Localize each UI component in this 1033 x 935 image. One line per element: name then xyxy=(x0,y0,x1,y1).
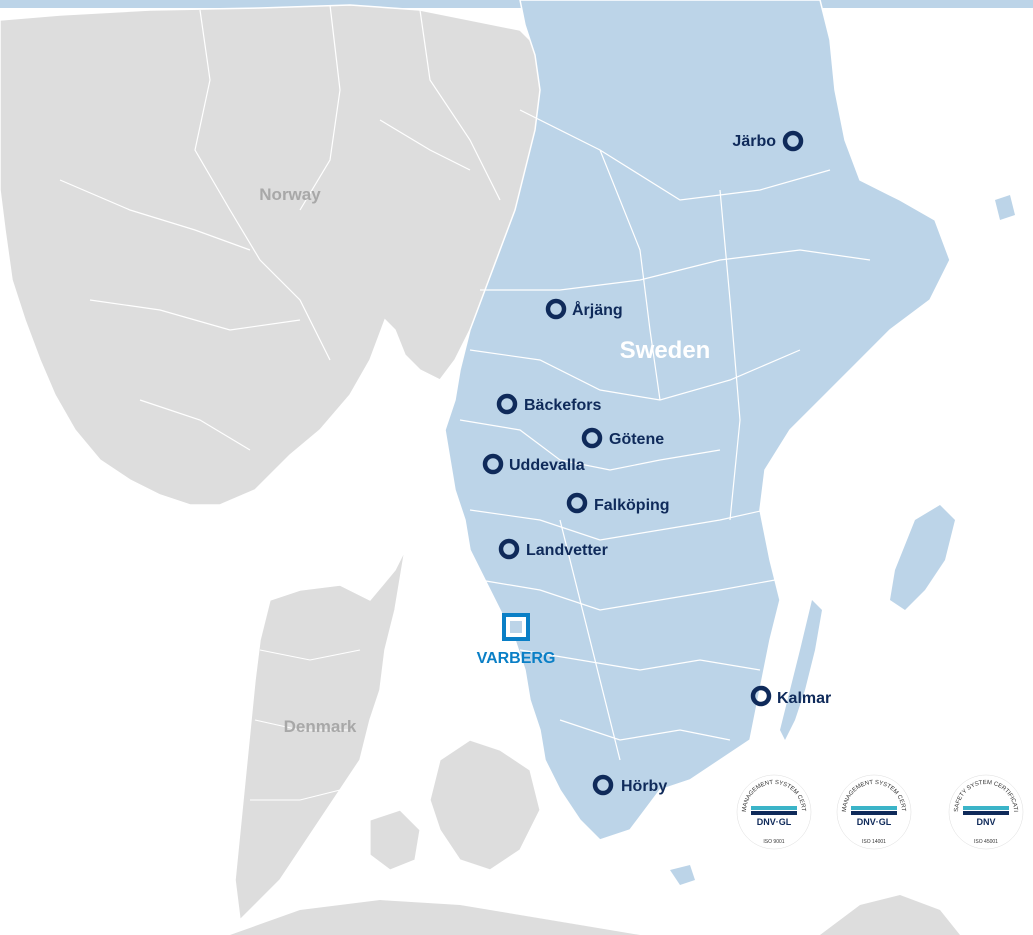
cert-badge-iso14001: MANAGEMENT SYSTEM CERTIFICATION DNV·GL I… xyxy=(832,768,914,852)
cert-brand: DNV·GL xyxy=(757,817,792,827)
islet xyxy=(670,865,695,885)
site-label: Uddevalla xyxy=(509,457,585,474)
certification-seal-icon: MANAGEMENT SYSTEM CERTIFICATION DNV·GL I… xyxy=(832,768,912,850)
oland-island xyxy=(780,600,822,740)
site-marker xyxy=(496,393,518,415)
cert-standard: ISO 9001 xyxy=(763,839,784,845)
site-kalmar[interactable]: Kalmar xyxy=(750,685,831,707)
hq-label: VARBERG xyxy=(477,650,556,667)
site-marker xyxy=(750,685,772,707)
site-marker xyxy=(592,774,614,796)
site-label: Götene xyxy=(609,431,664,448)
southern-coast-east xyxy=(820,895,960,935)
site-marker xyxy=(482,453,504,475)
zealand-island xyxy=(429,739,541,871)
norway-landmass xyxy=(0,4,551,506)
cert-badge-iso9001: MANAGEMENT SYSTEM CERTIFICATION DNV·GL I… xyxy=(732,768,814,852)
certification-seal-icon: SAFETY SYSTEM CERTIFICATION DNV ISO 4500… xyxy=(944,768,1024,850)
cert-brand: DNV·GL xyxy=(857,817,892,827)
certification-seal-icon: MANAGEMENT SYSTEM CERTIFICATION DNV·GL I… xyxy=(732,768,812,850)
norway-borders xyxy=(59,4,501,451)
hq-marker xyxy=(502,613,530,641)
site-backefors[interactable]: Bäckefors xyxy=(496,393,601,415)
sweden-landmass xyxy=(444,0,951,841)
cert-badge-iso45001: SAFETY SYSTEM CERTIFICATION DNV ISO 4500… xyxy=(944,768,1026,852)
site-landvetter[interactable]: Landvetter xyxy=(498,538,608,560)
site-arjang[interactable]: Årjäng xyxy=(545,298,623,320)
cert-standard: ISO 14001 xyxy=(862,839,886,845)
hq-marker-inner xyxy=(510,621,522,633)
sweden-borders xyxy=(459,109,871,761)
site-label: Järbo xyxy=(732,133,776,150)
funen-island xyxy=(369,809,421,871)
site-label: Falköping xyxy=(594,497,670,514)
cert-standard: ISO 45001 xyxy=(974,839,998,845)
site-label: Bäckefors xyxy=(524,397,601,414)
site-label: Årjäng xyxy=(572,300,623,319)
label-sweden: Sweden xyxy=(620,337,711,364)
site-uddevalla[interactable]: Uddevalla xyxy=(482,453,585,475)
site-horby[interactable]: Hörby xyxy=(592,774,667,796)
site-gotene[interactable]: Götene xyxy=(581,427,664,449)
southern-coast xyxy=(230,900,640,935)
site-falkoping[interactable]: Falköping xyxy=(566,492,670,514)
site-marker xyxy=(545,298,567,320)
site-marker xyxy=(498,538,520,560)
top-banner xyxy=(0,0,1033,8)
site-label: Kalmar xyxy=(777,690,831,707)
cert-brand: DNV xyxy=(976,817,995,827)
denmark-borders xyxy=(250,649,361,801)
islet xyxy=(995,195,1015,220)
label-norway: Norway xyxy=(259,185,321,204)
site-marker xyxy=(782,130,804,152)
site-label: Hörby xyxy=(621,778,667,795)
denmark-landmass xyxy=(234,549,406,922)
site-marker xyxy=(566,492,588,514)
site-marker xyxy=(581,427,603,449)
site-label: Landvetter xyxy=(526,542,608,559)
gotland-island xyxy=(890,505,955,610)
site-jarbo[interactable]: Järbo xyxy=(732,130,804,152)
headquarters-varberg[interactable]: VARBERG xyxy=(477,613,556,667)
label-denmark: Denmark xyxy=(284,717,357,736)
